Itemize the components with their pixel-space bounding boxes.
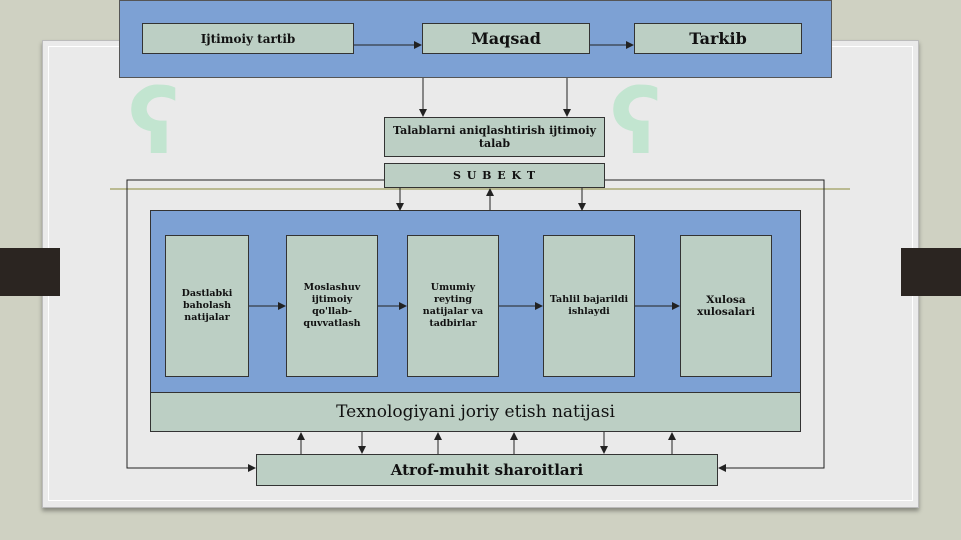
right-side-tab [901, 248, 961, 296]
left-side-tab [0, 248, 60, 296]
maqsad-box: Maqsad [422, 23, 590, 54]
process-step-5: Xulosa xulosalari [680, 235, 772, 377]
atrof-muhit-box: Atrof-muhit sharoitlari [256, 454, 718, 486]
process-step-2: Moslashuv ijtimoiy qo'llab-quvvatlash [286, 235, 378, 377]
watermark-logo-icon: ʕ [610, 70, 662, 175]
watermark-logo-icon: ʕ [128, 70, 180, 175]
ijtimoiy-tartib-box: Ijtimoiy tartib [142, 23, 354, 54]
subekt-box: S U B E K T [384, 163, 605, 188]
tarkib-box: Tarkib [634, 23, 802, 54]
process-step-3: Umumiy reyting natijalar va tadbirlar [407, 235, 499, 377]
talablar-box: Talablarni aniqlashtirish ijtimoiy talab [384, 117, 605, 157]
texnologiya-bar: Texnologiyani joriy etish natijasi [150, 392, 801, 432]
process-step-1: Dastlabki baholash natijalar [165, 235, 249, 377]
process-step-4: Tahlil bajarildi ishlaydi [543, 235, 635, 377]
